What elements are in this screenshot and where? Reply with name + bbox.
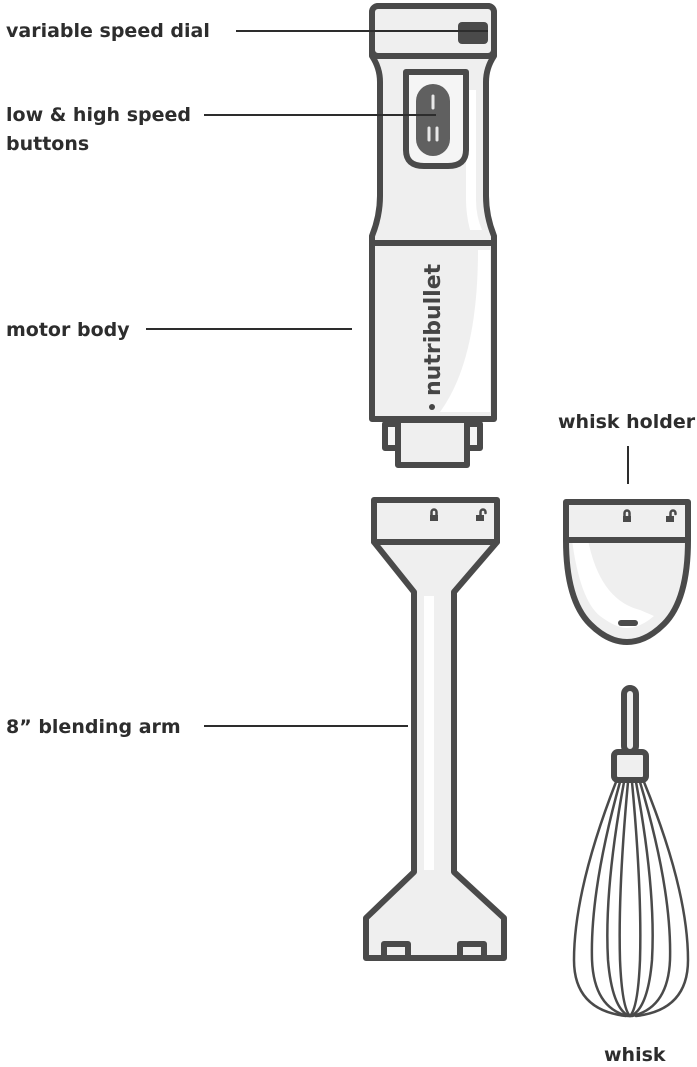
- motor-body: nutribullet: [369, 240, 497, 422]
- label-speed-buttons-line1: low & high speed: [6, 104, 191, 126]
- unlock-icon: [476, 508, 487, 521]
- lock-icon: [430, 508, 438, 521]
- whisk: [572, 685, 690, 1018]
- brand-logo-text: nutribullet: [421, 263, 446, 396]
- label-whisk: whisk: [604, 1044, 666, 1066]
- label-speed-buttons-line2: buttons: [6, 133, 89, 155]
- label-variable-speed-dial: variable speed dial: [6, 20, 210, 42]
- whisk-wires: [572, 780, 690, 1018]
- unlock-icon: [666, 509, 677, 522]
- motor-connector: [382, 417, 483, 468]
- whisk-holder: [563, 499, 691, 645]
- label-motor-body: motor body: [6, 319, 130, 341]
- speed-buttons-panel: [403, 69, 469, 169]
- blending-arm: [363, 497, 507, 961]
- label-blending-arm: 8” blending arm: [6, 716, 181, 738]
- lock-icon: [623, 509, 631, 522]
- label-whisk-holder: whisk holder: [558, 411, 696, 433]
